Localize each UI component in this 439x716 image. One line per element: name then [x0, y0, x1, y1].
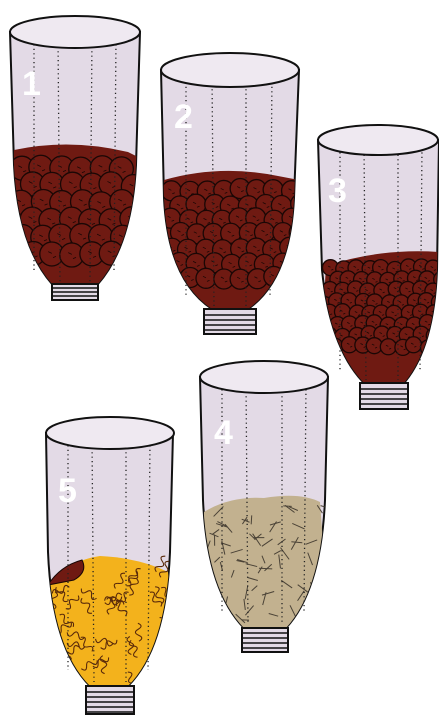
straw-piece	[310, 597, 319, 599]
soil-ball	[434, 339, 439, 355]
straw-piece	[251, 515, 252, 524]
soil-ball	[264, 266, 284, 286]
bottle-3: 3	[318, 125, 439, 409]
bottle-1-soil-fill	[9, 144, 145, 300]
soil-ball	[99, 241, 123, 265]
straw-piece	[204, 570, 212, 580]
soil-ball	[121, 241, 145, 265]
soil-ball	[282, 268, 302, 288]
soil-ball	[321, 327, 337, 343]
straw-piece	[320, 618, 325, 624]
bottle-4-number: 4	[214, 414, 233, 452]
bottle-3-soil-fill	[318, 251, 439, 400]
straw-piece	[205, 618, 208, 626]
soil-ball	[291, 254, 311, 274]
straw-piece	[297, 618, 303, 624]
bottle-2: 2	[161, 53, 311, 334]
soil-ball	[380, 339, 396, 355]
worm-squiggle	[156, 633, 174, 640]
straw-piece	[211, 602, 222, 610]
bottle-5: 5	[40, 417, 180, 714]
straw-piece	[319, 608, 325, 614]
soil-ball	[434, 315, 439, 331]
bottle-4: 4	[198, 361, 332, 652]
bottle-5-number: 5	[58, 472, 77, 510]
soil-ball	[162, 269, 182, 289]
bottle-3-number: 3	[328, 172, 347, 210]
worm-squiggle	[59, 650, 66, 668]
bottle-5-bedding-fill	[40, 556, 180, 700]
bottle-2-number: 2	[174, 98, 193, 136]
bottle-4-straw-fill	[198, 496, 332, 640]
bottle-1-number: 1	[22, 65, 41, 103]
straw-piece	[305, 615, 308, 626]
soil-ball	[421, 340, 437, 356]
bottle-1: 1	[9, 16, 145, 300]
soil-ball	[196, 268, 216, 288]
soil-ball	[406, 337, 422, 353]
